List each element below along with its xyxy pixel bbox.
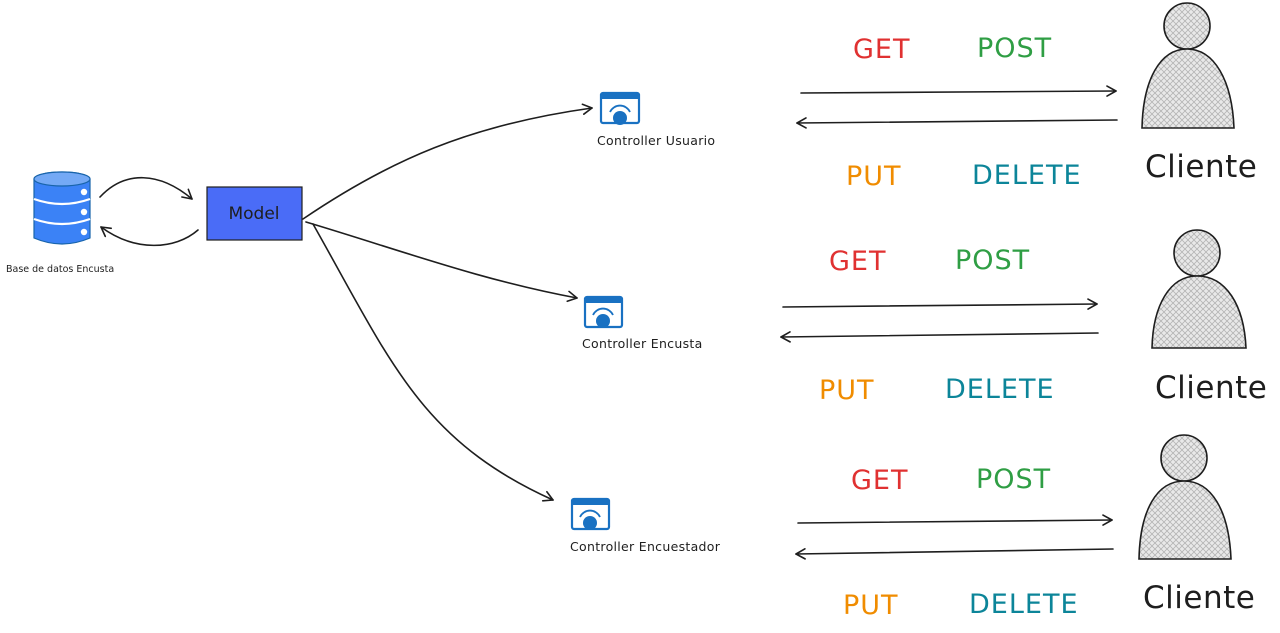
get-label: GET bbox=[829, 246, 886, 277]
controller-window-icon bbox=[570, 497, 611, 531]
model-box: Model bbox=[206, 186, 303, 241]
controller-encuestador-label: Controller Encuestador bbox=[570, 539, 721, 554]
put-label: PUT bbox=[846, 161, 902, 192]
model-to-controller-usuario-arrow bbox=[302, 103, 593, 220]
controller-window-icon bbox=[583, 295, 624, 329]
cliente-label: Cliente bbox=[1155, 370, 1267, 406]
person-icon bbox=[1138, 434, 1232, 560]
cliente-label: Cliente bbox=[1145, 149, 1257, 185]
request-arrow bbox=[800, 85, 1117, 97]
put-label: PUT bbox=[819, 375, 875, 406]
response-arrow bbox=[795, 548, 1114, 560]
cliente-label: Cliente bbox=[1143, 580, 1255, 616]
delete-label: DELETE bbox=[972, 160, 1082, 191]
response-arrow bbox=[780, 331, 1099, 343]
post-label: POST bbox=[976, 464, 1051, 495]
model-to-db-arrow bbox=[100, 226, 199, 247]
model-to-controller-encuestador-arrow bbox=[312, 223, 554, 502]
person-icon bbox=[1141, 2, 1235, 129]
request-arrow bbox=[782, 298, 1098, 310]
controller-usuario-label: Controller Usuario bbox=[597, 133, 715, 148]
request-arrow bbox=[797, 514, 1113, 526]
controller-window-icon bbox=[599, 91, 641, 125]
get-label: GET bbox=[851, 465, 908, 496]
post-label: POST bbox=[977, 33, 1052, 64]
person-icon bbox=[1151, 229, 1247, 349]
database-icon bbox=[33, 171, 91, 245]
controller-encusta-label: Controller Encusta bbox=[582, 336, 703, 351]
model-label: Model bbox=[228, 204, 279, 224]
model-to-controller-encusta-arrow bbox=[305, 221, 578, 303]
delete-label: DELETE bbox=[969, 589, 1079, 620]
get-label: GET bbox=[853, 34, 910, 65]
post-label: POST bbox=[955, 245, 1030, 276]
delete-label: DELETE bbox=[945, 374, 1055, 405]
response-arrow bbox=[796, 117, 1118, 129]
database-label: Base de datos Encusta bbox=[6, 264, 114, 275]
put-label: PUT bbox=[843, 590, 899, 621]
db-to-model-arrow bbox=[99, 176, 193, 200]
